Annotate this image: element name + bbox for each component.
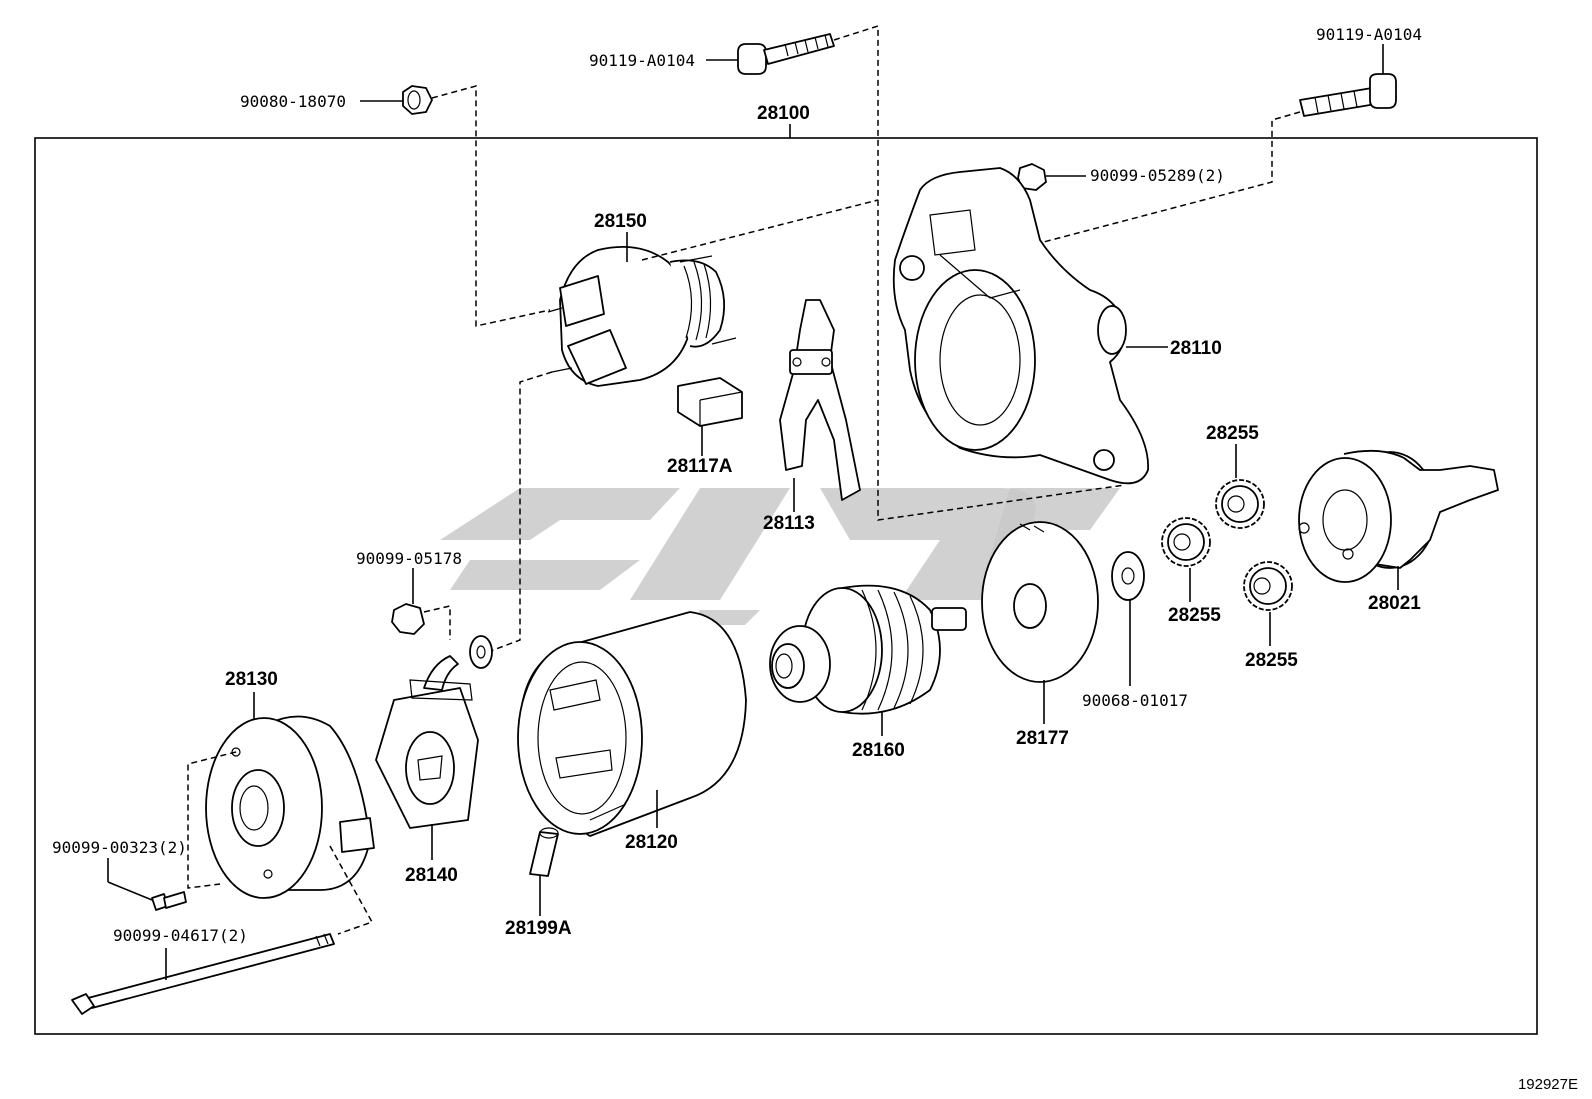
- contact-28117A: [677, 377, 743, 427]
- pin-28199A: [529, 827, 559, 877]
- gear-28255-top: [1215, 479, 1265, 529]
- through-bolt-90099-04617: [71, 933, 335, 1015]
- washer-small: [469, 635, 493, 669]
- label-90099-05289: 90099-05289(2): [1090, 166, 1225, 185]
- nut-90099-05178: [391, 603, 425, 635]
- screw-90099-00323: [151, 891, 187, 911]
- gear-28255-left: [1161, 517, 1211, 567]
- label-90099-05178: 90099-05178: [356, 549, 462, 568]
- yoke-28120: [517, 611, 747, 837]
- label-90119-right: 90119-A0104: [1316, 25, 1422, 44]
- bolt-90119-right: [1299, 73, 1397, 117]
- plate-28177: [981, 521, 1099, 683]
- nut-90080: [402, 85, 433, 115]
- starter-housing-28110: [892, 167, 1149, 485]
- end-frame-28130: [205, 715, 375, 899]
- label-28160: 28160: [852, 740, 905, 761]
- gear-28255-bottom: [1243, 561, 1293, 611]
- label-28113: 28113: [763, 513, 815, 534]
- brush-holder-28140: [375, 655, 479, 829]
- label-28100: 28100: [757, 103, 810, 124]
- lever-28113: [779, 299, 861, 501]
- label-28110: 28110: [1170, 338, 1222, 359]
- label-90099-00323: 90099-00323(2): [52, 838, 187, 857]
- label-28177: 28177: [1016, 728, 1069, 749]
- solenoid-28150: [547, 245, 737, 387]
- figure-code: 192927E: [1517, 1076, 1578, 1093]
- label-28120: 28120: [625, 832, 678, 853]
- armature-28160: [769, 584, 967, 715]
- label-28117A: 28117A: [667, 456, 733, 477]
- label-28255-bottom: 28255: [1245, 650, 1298, 671]
- label-90080: 90080-18070: [240, 92, 346, 111]
- label-90119-top: 90119-A0104: [589, 51, 695, 70]
- label-28255-top: 28255: [1206, 423, 1259, 444]
- label-28199A: 28199A: [505, 918, 572, 939]
- label-28150: 28150: [594, 211, 647, 232]
- label-90099-04617: 90099-04617(2): [113, 926, 248, 945]
- bolt-90119-top: [737, 33, 835, 75]
- label-28255-left: 28255: [1168, 605, 1221, 626]
- washer-90068: [1111, 551, 1145, 601]
- planetary-carrier-28021: [1298, 449, 1499, 583]
- label-28130: 28130: [225, 669, 278, 690]
- label-28140: 28140: [405, 865, 458, 886]
- label-90068: 90068-01017: [1082, 691, 1188, 710]
- label-28021: 28021: [1368, 593, 1421, 614]
- assembly-frame: [34, 137, 1538, 1035]
